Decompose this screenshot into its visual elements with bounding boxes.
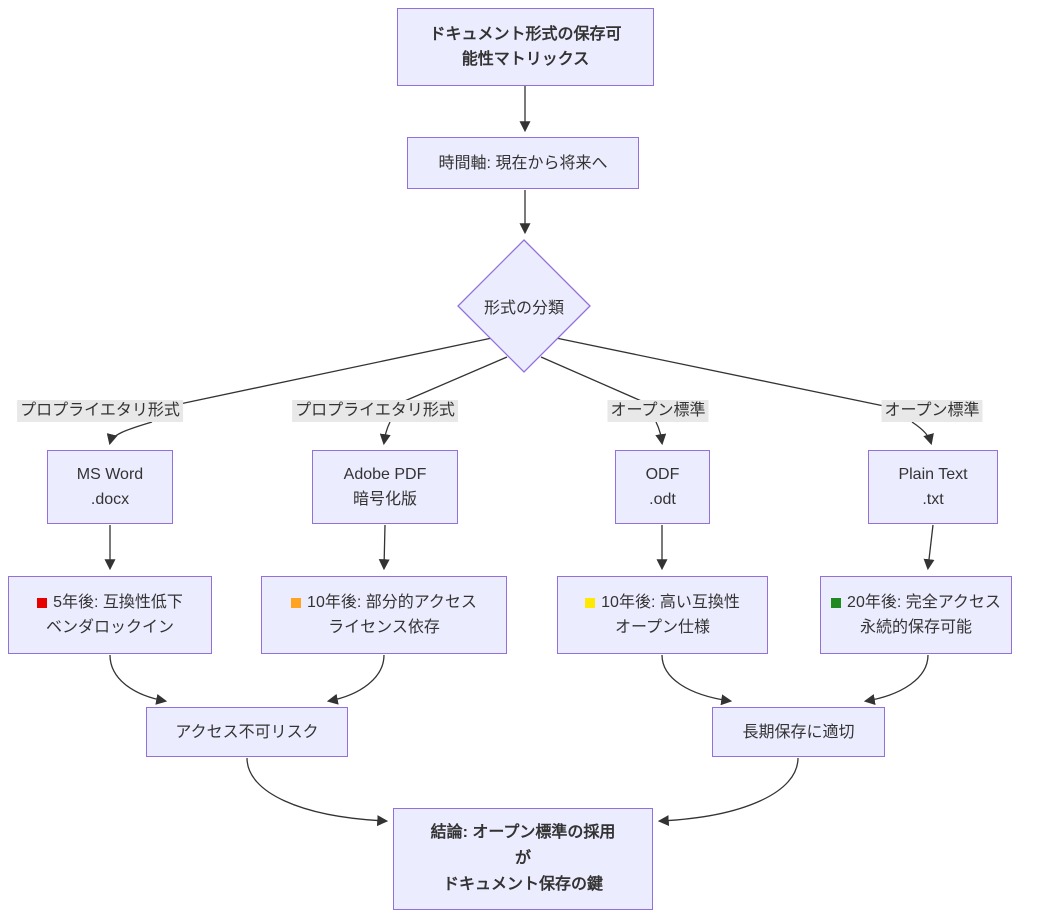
format-node-pdf: Adobe PDF 暗号化版 — [312, 450, 458, 524]
outcome-node-1: 5年後: 互換性低下 ベンダロックイン — [8, 576, 212, 654]
edge-label-open-2: オープン標準 — [881, 400, 983, 422]
conclusion-line-3: ドキュメント保存の鍵 — [442, 876, 603, 893]
edge-format-4-to-outcome-4 — [923, 524, 935, 571]
edge-label-4-to-format-4 — [911, 421, 934, 446]
summary-risk-label: アクセス不可リスク — [175, 723, 319, 741]
edge-outcome-1-to-summary-1 — [109, 654, 168, 705]
format-plaintext-line-1: Plain Text — [898, 466, 968, 483]
outcome-2-line-1: 10年後: 部分的アクセス — [307, 594, 477, 611]
conclusion-line-1: 結論: オープン標準の採用 — [430, 824, 616, 841]
timeline-node: 時間軸: 現在から将来へ — [407, 137, 639, 189]
format-node-msword: MS Word .docx — [47, 450, 173, 524]
edge-label-3-to-format-3 — [655, 421, 667, 446]
format-pdf-line-2: 暗号化版 — [352, 491, 417, 508]
title-line-1: ドキュメント形式の保存可 — [429, 26, 622, 43]
format-node-plaintext: Plain Text .txt — [868, 450, 998, 524]
edge-label-1-to-format-1 — [106, 421, 153, 446]
decision-node-label: 形式の分類 — [483, 300, 564, 317]
outcome-node-2: 10年後: 部分的アクセス ライセンス依存 — [261, 576, 507, 654]
yellow-square-icon — [585, 597, 596, 608]
edge-decision-to-label-4 — [555, 337, 885, 407]
edge-outcome-3-to-summary-2 — [661, 654, 733, 706]
conclusion-line-2: が — [514, 850, 531, 867]
timeline-label: 時間軸: 現在から将来へ — [438, 154, 608, 172]
edge-label-2-to-format-2 — [379, 421, 391, 446]
edge-decision-to-label-3 — [540, 356, 647, 404]
summary-longterm-label: 長期保存に適切 — [742, 723, 855, 741]
outcome-3-line-1: 10年後: 高い互換性 — [601, 594, 740, 611]
summary-node-risk: アクセス不可リスク — [146, 707, 348, 757]
edge-summary-2-to-conclusion — [657, 757, 799, 827]
outcome-3-line-2: オープン仕様 — [614, 619, 711, 636]
format-odf-line-1: ODF — [645, 466, 680, 483]
title-line-2: 能性マトリックス — [461, 51, 590, 68]
summary-node-longterm: 長期保存に適切 — [712, 707, 885, 757]
format-node-odf: ODF .odt — [615, 450, 710, 524]
format-plaintext-line-2: .txt — [922, 491, 944, 508]
edge-label-proprietary-2: プロプライエタリ形式 — [292, 400, 458, 422]
edge-decision-to-label-1 — [174, 337, 493, 406]
edge-format-2-to-outcome-2 — [378, 524, 390, 571]
decision-diamond — [457, 239, 591, 373]
format-pdf-line-1: Adobe PDF — [343, 466, 427, 483]
outcome-4-line-2: 永続的保存可能 — [859, 619, 972, 636]
edge-decision-to-label-2 — [399, 356, 508, 404]
outcome-4-line-1: 20年後: 完全アクセス — [847, 594, 1001, 611]
conclusion-node: 結論: オープン標準の採用 が ドキュメント保存の鍵 — [393, 808, 653, 910]
edge-outcome-2-to-summary-1 — [326, 654, 385, 705]
outcome-1-line-2: ベンダロックイン — [45, 619, 174, 636]
outcome-node-4: 20年後: 完全アクセス 永続的保存可能 — [820, 576, 1012, 654]
outcome-2-line-2: ライセンス依存 — [328, 619, 440, 636]
red-square-icon — [37, 597, 48, 608]
orange-square-icon — [291, 597, 302, 608]
green-square-icon — [831, 597, 842, 608]
outcome-node-3: 10年後: 高い互換性 オープン仕様 — [557, 576, 768, 654]
format-odf-line-2: .odt — [649, 491, 676, 508]
edge-outcome-4-to-summary-2 — [863, 654, 929, 705]
format-msword-line-2: .docx — [90, 491, 130, 508]
edge-label-proprietary-1: プロプライエタリ形式 — [17, 400, 183, 422]
outcome-1-line-1: 5年後: 互換性低下 — [53, 594, 183, 611]
format-msword-line-1: MS Word — [76, 466, 144, 483]
title-node: ドキュメント形式の保存可 能性マトリックス — [397, 8, 654, 86]
edge-label-open-1: オープン標準 — [607, 400, 709, 422]
edge-summary-1-to-conclusion — [246, 757, 389, 827]
